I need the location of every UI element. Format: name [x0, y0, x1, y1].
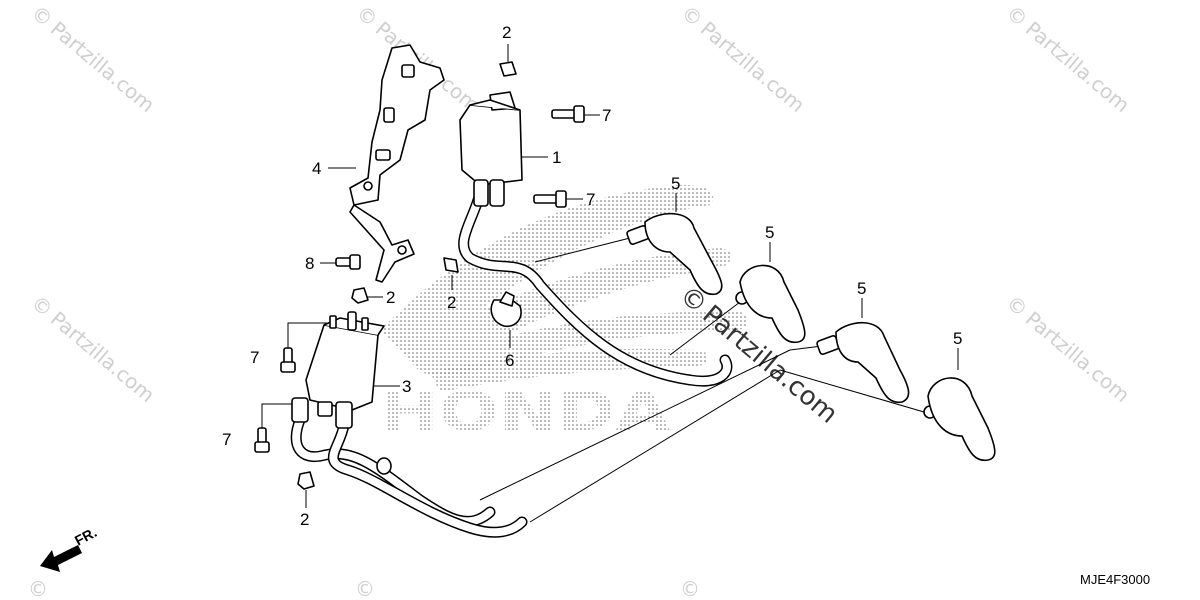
watermark-symbol: © — [28, 577, 48, 600]
callout-5: 5 — [765, 223, 774, 242]
honda-wing-logo: HONDA — [380, 184, 749, 443]
bolt-7-b — [533, 190, 567, 208]
plug-cap-4 — [923, 377, 996, 462]
clip-2-c — [443, 257, 459, 273]
watermark-symbol: © — [680, 577, 700, 600]
callout-2: 2 — [502, 23, 511, 42]
ignition-coil-upper — [459, 91, 523, 207]
watermark-text-center: Partzilla.com — [696, 300, 843, 430]
callout-5: 5 — [671, 174, 680, 193]
callout-2: 2 — [447, 293, 456, 312]
watermark-text: Partzilla.com — [1021, 307, 1134, 408]
plug-cap-2 — [735, 264, 806, 344]
watermark-symbol: © — [355, 577, 375, 600]
callout-3: 3 — [402, 377, 411, 396]
watermark-text: Partzilla.com — [46, 307, 159, 408]
callout-2: 2 — [386, 288, 395, 307]
bolt-7-a — [551, 105, 585, 123]
diagram-code: MJE4F3000 — [1080, 572, 1150, 587]
bolt-7-c — [280, 347, 296, 373]
callout-7: 7 — [222, 430, 231, 449]
callout-5: 5 — [953, 329, 962, 348]
front-direction-arrow: FR. — [40, 524, 99, 572]
callout-1: 1 — [552, 148, 561, 167]
callout-2: 2 — [300, 510, 309, 529]
watermark-text: Partzilla.com — [1021, 17, 1134, 118]
plug-cap-3 — [816, 322, 910, 404]
bolt-7-d — [254, 427, 270, 453]
callout-8: 8 — [305, 254, 314, 273]
callout-7: 7 — [586, 190, 595, 209]
callout-labels: 2 7 1 7 4 5 5 8 2 2 5 6 7 3 5 7 2 — [222, 23, 962, 529]
callout-6: 6 — [505, 351, 514, 370]
nut-2-b — [351, 287, 369, 304]
watermark-text: Partzilla.com — [46, 17, 159, 118]
plug-cap-1 — [626, 212, 723, 296]
ignition-coil-lower — [291, 311, 385, 429]
bolt-8 — [335, 254, 361, 270]
callout-7: 7 — [602, 106, 611, 125]
watermark-text: Partzilla.com — [696, 17, 809, 118]
honda-brand-text: HONDA — [380, 380, 670, 443]
nut-2-d — [297, 471, 315, 490]
coil-bracket — [349, 44, 445, 283]
callout-4: 4 — [312, 159, 321, 178]
callout-7: 7 — [250, 348, 259, 367]
high-tension-wires — [290, 194, 733, 538]
clip-2-a — [499, 61, 517, 77]
callout-5: 5 — [857, 279, 866, 298]
wire-clamp — [490, 291, 522, 328]
